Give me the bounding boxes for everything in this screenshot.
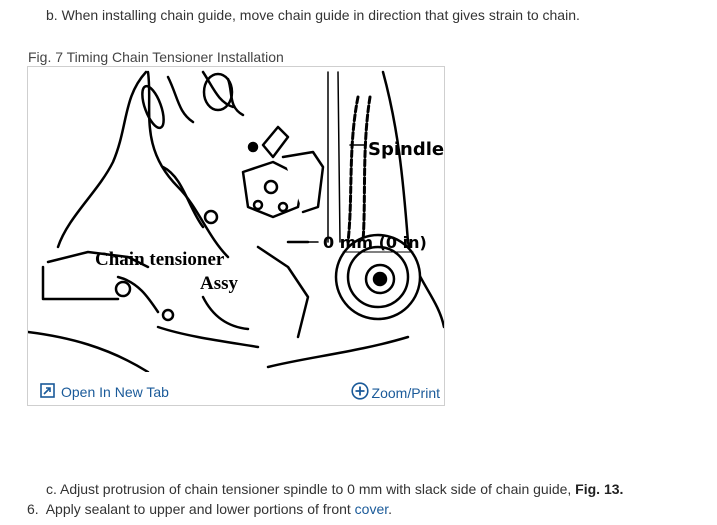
label-chain-tensioner: Chain tensioner <box>95 249 225 270</box>
label-spindle: Spindle <box>368 139 444 160</box>
zoom-print-link[interactable]: Zoom/Print <box>350 382 440 403</box>
label-assy: Assy <box>200 273 239 294</box>
step-c-body: c. Adjust protrusion of chain tensioner … <box>46 481 572 497</box>
open-in-new-tab-label: Open In New Tab <box>61 384 169 400</box>
label-zero-mm: 0 mm (0 in) <box>323 233 427 252</box>
step-6-end: . <box>388 501 393 517</box>
figure-container: Spindle 0 mm (0 in) Chain tensioner Assy… <box>27 66 445 406</box>
step-b-text: b. When installing chain guide, move cha… <box>46 7 580 23</box>
timing-chain-illustration[interactable]: Spindle 0 mm (0 in) Chain tensioner Assy <box>28 67 444 372</box>
front-cover-link[interactable]: cover <box>354 501 389 517</box>
step-6-number: 6. <box>27 501 39 517</box>
step-c-text: c. Adjust protrusion of chain tensioner … <box>46 481 623 497</box>
open-new-tab-icon <box>40 383 55 401</box>
plus-circle-icon <box>350 382 369 403</box>
figure-caption: Fig. 7 Timing Chain Tensioner Installati… <box>28 49 284 65</box>
figure-footer: Open In New Tab Zoom/Print <box>28 375 444 405</box>
step-6-body: Apply sealant to upper and lower portion… <box>45 501 351 517</box>
step-6-text: 6. Apply sealant to upper and lower port… <box>27 501 392 517</box>
fig-13-reference: Fig. 13. <box>575 481 624 497</box>
zoom-print-label: Zoom/Print <box>371 384 440 401</box>
open-in-new-tab-link[interactable]: Open In New Tab <box>40 383 169 401</box>
